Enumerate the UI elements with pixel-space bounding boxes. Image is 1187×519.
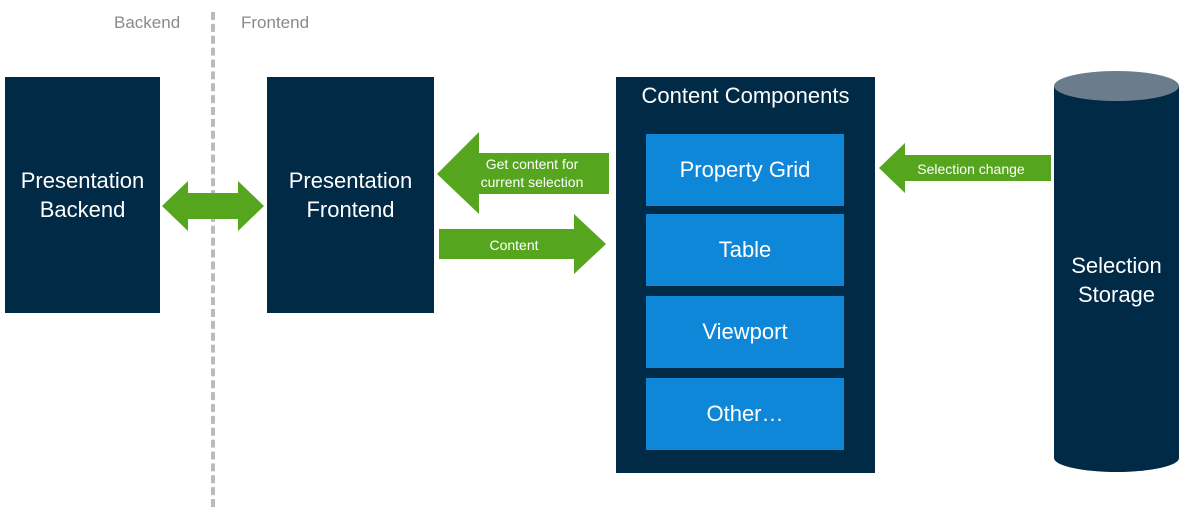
- get-content-arrow-label: Get content for current selection: [480, 156, 584, 190]
- component-viewport: Viewport: [646, 296, 844, 368]
- bidirectional-arrow: [162, 181, 264, 231]
- content-components-panel: Content Components Property Grid Table V…: [616, 77, 875, 473]
- selection-change-arrow: [879, 143, 1051, 193]
- component-property-grid: Property Grid: [646, 134, 844, 206]
- content-arrow-label: Content: [489, 237, 539, 253]
- presentation-frontend-box: Presentation Frontend: [267, 77, 434, 313]
- content-components-title: Content Components: [641, 83, 850, 108]
- presentation-backend-label: Presentation Backend: [20, 168, 145, 222]
- selection-storage-label: Selection Storage: [1071, 253, 1162, 307]
- selection-change-arrow-label: Selection change: [917, 161, 1025, 177]
- backend-frontend-divider: [211, 12, 215, 507]
- presentation-frontend-label: Presentation Frontend: [288, 168, 413, 222]
- presentation-backend-box: Presentation Backend: [5, 77, 160, 313]
- component-table: Table: [646, 214, 844, 286]
- frontend-zone-label: Frontend: [241, 13, 310, 32]
- selection-storage-cylinder: [1054, 86, 1179, 472]
- content-arrow: [439, 214, 606, 274]
- get-content-arrow: [437, 132, 609, 214]
- component-other: Other…: [646, 378, 844, 450]
- backend-zone-label: Backend: [114, 13, 181, 32]
- selection-storage-cylinder-top: [1054, 71, 1179, 101]
